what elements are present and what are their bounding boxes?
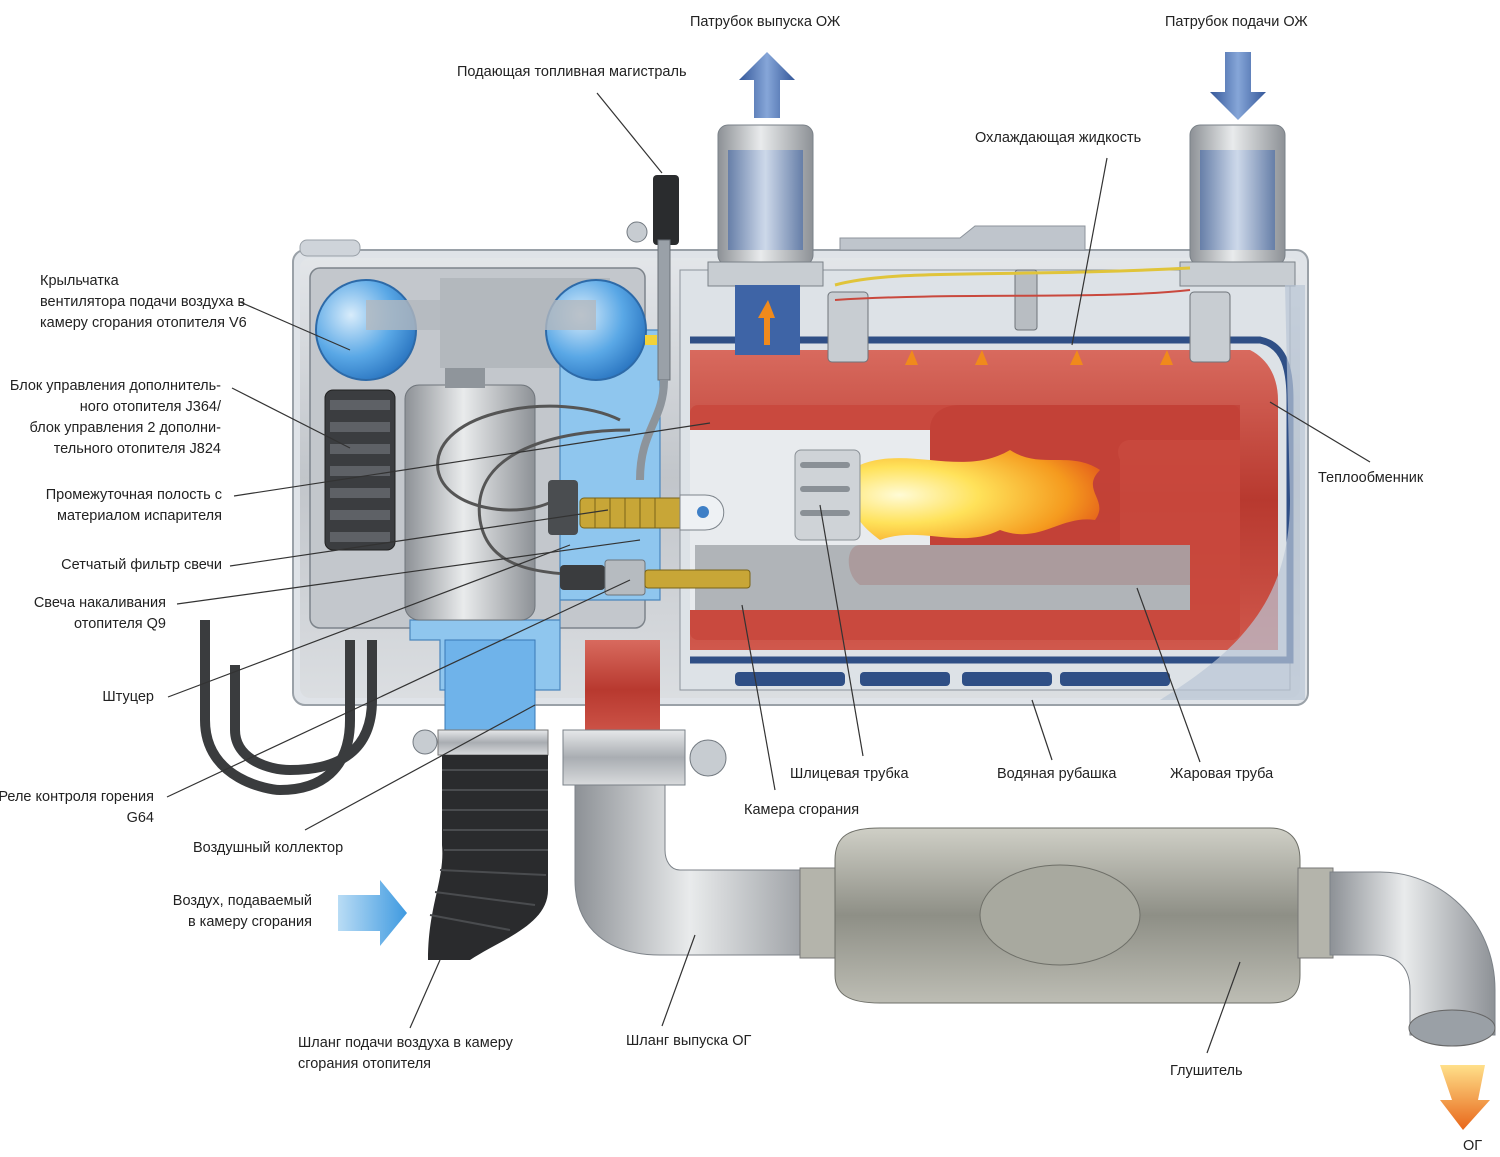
label-flame-tube: Жаровая труба — [1170, 766, 1274, 782]
fan-impeller — [315, 279, 647, 381]
air-intake-hose — [412, 729, 549, 960]
coolant-out-arrow — [739, 52, 795, 118]
muffler — [799, 827, 1496, 1047]
exhaust-arrow — [1440, 1065, 1490, 1130]
glow-plug — [548, 480, 725, 535]
label-fuel-line: Подающая топливная магистраль — [457, 64, 687, 80]
water-jacket — [735, 672, 1170, 686]
flame-sensor — [560, 559, 751, 596]
coolant-in-nozzle — [1179, 124, 1296, 287]
coolant-in-arrow — [1210, 52, 1266, 120]
fuel-line — [626, 175, 679, 481]
leader-lines — [166, 92, 1371, 1054]
exchanger-wall — [1160, 285, 1305, 700]
label-plug-filter: Сетчатый фильтр свечи — [61, 557, 222, 573]
air-in-arrow — [338, 880, 407, 946]
control-unit — [324, 389, 396, 551]
label-slotted-tube: Шлицевая трубка — [790, 766, 909, 782]
label-combustion-chamber: Камера сгорания — [744, 802, 860, 818]
label-water-jacket: Водяная рубашка — [997, 766, 1117, 782]
label-coolant-in: Патрубок подачи ОЖ — [1165, 14, 1308, 30]
coolant-out-nozzle — [707, 124, 824, 355]
label-coolant: Охлаждающая жидкость — [975, 130, 1142, 146]
top-sensors — [827, 266, 1231, 365]
label-fitting: Штуцер — [102, 689, 154, 705]
label-air-manifold: Воздушный коллектор — [193, 840, 344, 856]
label-muffler: Глушитель — [1170, 1063, 1243, 1079]
label-control-unit: Блок управления дополнитель-ного отопите… — [9, 378, 221, 457]
label-heat-exchanger: Теплообменник — [1318, 470, 1424, 486]
slotted-tube — [794, 449, 861, 541]
exhaust-hose — [562, 640, 831, 956]
flame — [849, 450, 1100, 540]
label-coolant-out: Патрубок выпуска ОЖ — [690, 14, 841, 30]
label-exhaust-hose: Шланг выпуска ОГ — [626, 1033, 752, 1049]
wiring — [436, 404, 631, 577]
label-exhaust-gas: ОГ — [1463, 1138, 1483, 1154]
fitting-pipe — [200, 620, 377, 796]
